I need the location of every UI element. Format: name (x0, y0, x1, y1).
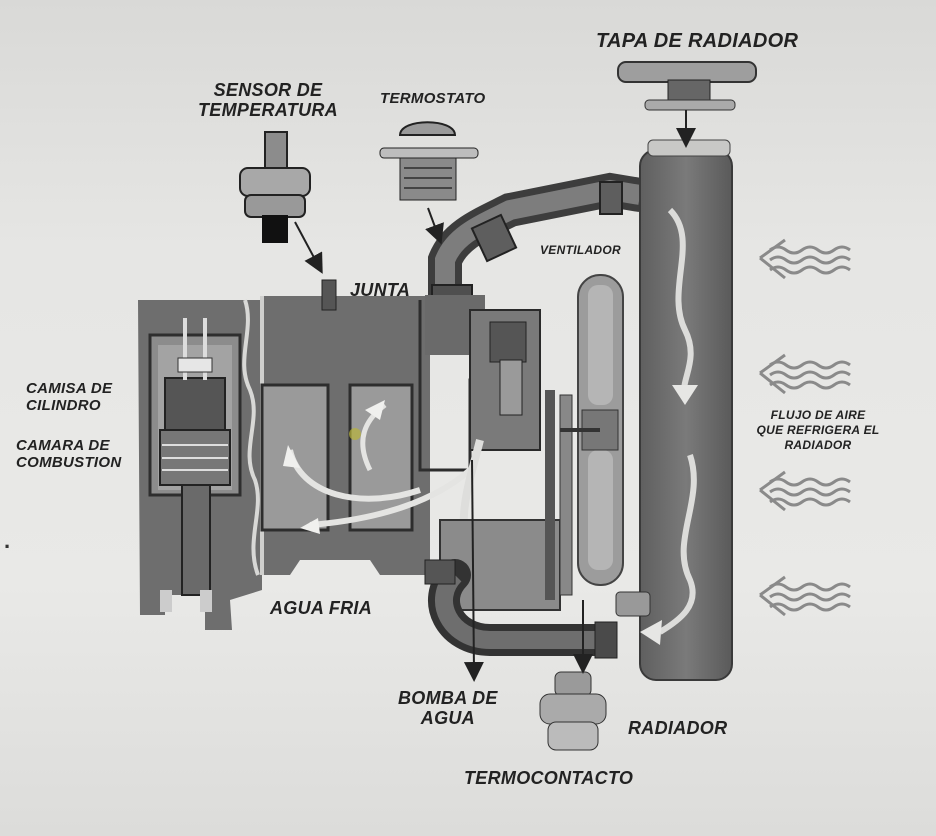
temperature-sensor-part (239, 131, 337, 311)
airflow-arrows (759, 238, 851, 617)
label-termocontacto: TERMOCONTACTO (464, 768, 634, 788)
thermostat-part (379, 121, 479, 201)
label-tapa-de-radiador: TAPA DE RADIADOR (596, 30, 799, 52)
label-termostato: TERMOSTATO (380, 90, 486, 107)
pointer-arrows (294, 110, 696, 682)
label-flujo-de-aire: FLUJO DE AIRE QUE REFRIGERA EL RADIADOR (756, 408, 880, 452)
label-radiador: RADIADOR (628, 718, 728, 738)
label-ventilador: VENTILADOR (540, 243, 621, 257)
stray-mark: . (4, 528, 10, 553)
label-camisa-de-cilindro: CAMISA DE CILINDRO (26, 380, 113, 414)
lower-hose (424, 559, 618, 659)
label-agua-fria: AGUA FRIA (270, 598, 373, 618)
radiator-cap (617, 61, 757, 111)
label-junta: JUNTA (350, 280, 411, 300)
fan (560, 274, 624, 586)
label-bomba-de-agua: BOMBA DE AGUA (398, 688, 498, 728)
radiator (639, 139, 733, 681)
label-camara-de-combustion: CAMARA DE COMBUSTION (16, 437, 122, 471)
thermo-switch-part (539, 591, 651, 751)
cylinder-liner (148, 318, 242, 612)
label-sensor-de-temperatura: SENSOR DE TEMPERATURA (198, 80, 338, 120)
